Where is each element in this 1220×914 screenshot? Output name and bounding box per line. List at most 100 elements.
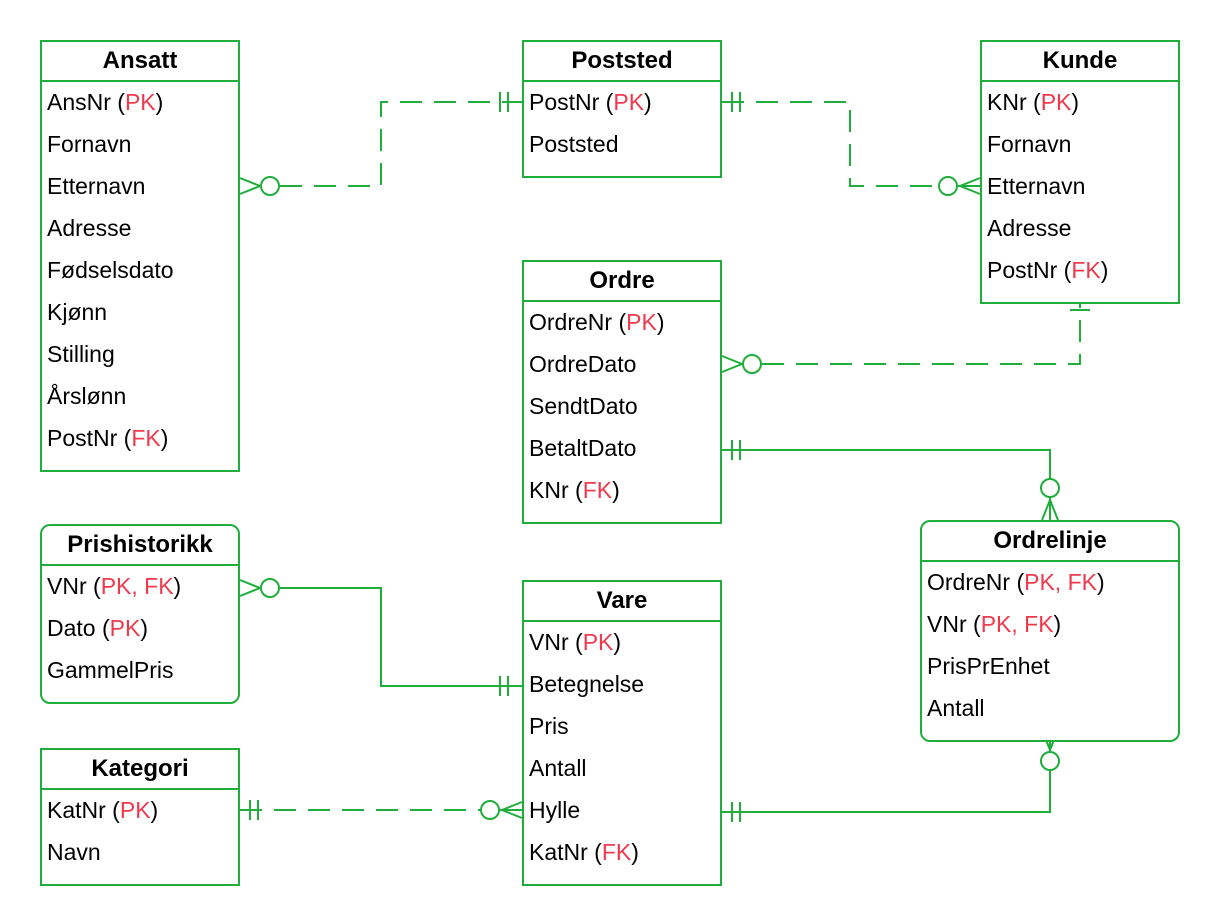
key-marker: FK: [582, 477, 613, 503]
relationship-ordrelinje-ordre: [722, 440, 1060, 521]
attribute-name: Årslønn: [47, 383, 127, 409]
attribute-row: VNr (PK, FK): [47, 573, 182, 599]
attribute-row: OrdreNr (PK): [529, 309, 665, 335]
key-marker: PK, FK: [980, 611, 1054, 637]
key-marker: PK: [1040, 89, 1072, 115]
relationship-ordrelinje-vare: [722, 729, 1060, 822]
attribute-name: PostNr: [529, 89, 600, 115]
attribute-row: Kjønn: [47, 298, 107, 326]
attribute-row: Dato (PK): [47, 615, 149, 641]
attribute-name: Etternavn: [987, 173, 1086, 199]
attribute-row: PrisPrEnhet: [927, 652, 1050, 680]
attribute-name: Dato: [47, 615, 96, 641]
attribute-name: Fornavn: [987, 131, 1072, 157]
relationship-vare-kategori: [240, 800, 523, 820]
attribute-row: Fødselsdato: [47, 256, 174, 284]
attribute-name: GammelPris: [47, 657, 174, 683]
attribute-row: OrdreDato: [529, 350, 636, 378]
attribute-name: Pris: [529, 713, 569, 739]
attribute-name: KatNr: [47, 797, 106, 823]
key-marker: PK: [119, 797, 151, 823]
attribute-name: AnsNr: [47, 89, 111, 115]
entity-title: Ordre: [524, 262, 720, 302]
entity-title: Kategori: [42, 750, 238, 790]
key-marker: PK: [626, 309, 657, 335]
attribute-row: Antall: [529, 754, 587, 782]
attribute-row: KNr (PK): [987, 89, 1080, 115]
entity-title: Prishistorikk: [42, 526, 238, 566]
key-marker: FK: [601, 839, 632, 865]
attribute-row: KatNr (FK): [529, 839, 639, 865]
attribute-row: PostNr (PK): [529, 89, 652, 115]
attribute-row: Fornavn: [47, 130, 131, 158]
attribute-name: VNr: [927, 611, 967, 637]
attribute-name: Kjønn: [47, 299, 108, 325]
key-marker: PK: [613, 89, 645, 115]
attribute-row: Adresse: [987, 214, 1071, 242]
attribute-row: VNr (PK, FK): [927, 611, 1062, 637]
entity-title: Ordrelinje: [922, 522, 1178, 562]
attribute-row: VNr (PK): [529, 629, 622, 655]
attribute-name: Poststed: [529, 131, 619, 157]
attribute-row: Etternavn: [987, 172, 1085, 200]
key-marker: PK, FK: [100, 573, 174, 599]
attribute-name: SendtDato: [529, 393, 638, 419]
attribute-name: Antall: [927, 695, 985, 721]
attribute-row: PostNr (FK): [47, 425, 169, 451]
relationship-ansatt-poststed: [239, 92, 522, 196]
entity-title: Vare: [524, 582, 720, 622]
attribute-name: KatNr: [529, 839, 588, 865]
key-marker: PK: [124, 89, 156, 115]
attribute-name: PostNr: [987, 257, 1058, 283]
attribute-row: Adresse: [47, 214, 131, 242]
attribute-name: OrdreNr: [529, 309, 613, 335]
relationship-ordre-kunde: [721, 292, 1090, 374]
attribute-row: OrdreNr (PK, FK): [927, 569, 1105, 595]
attribute-row: Betegnelse: [529, 670, 644, 698]
entity-title: Kunde: [982, 42, 1178, 82]
attribute-name: PostNr: [47, 425, 118, 451]
attribute-name: Etternavn: [47, 173, 146, 199]
attribute-name: PrisPrEnhet: [927, 653, 1050, 679]
attribute-name: KNr: [987, 89, 1027, 115]
attribute-row: Hylle: [529, 796, 580, 824]
attribute-row: PostNr (FK): [987, 257, 1109, 283]
attribute-row: KNr (FK): [529, 477, 620, 503]
key-marker: FK: [131, 425, 161, 451]
attribute-name: BetaltDato: [529, 435, 637, 461]
attribute-name: Fornavn: [47, 131, 132, 157]
attribute-row: Etternavn: [47, 172, 145, 200]
attribute-row: Fornavn: [987, 130, 1071, 158]
key-marker: FK: [1071, 257, 1101, 283]
attribute-row: AnsNr (PK): [47, 89, 164, 115]
attribute-row: GammelPris: [47, 656, 174, 684]
attribute-name: VNr: [529, 629, 569, 655]
attribute-row: Pris: [529, 712, 569, 740]
attribute-row: Antall: [927, 694, 985, 722]
attribute-name: OrdreDato: [529, 351, 637, 377]
entity-title: Poststed: [524, 42, 720, 82]
attribute-name: OrdreNr: [927, 569, 1011, 595]
attribute-row: Stilling: [47, 340, 115, 368]
key-marker: PK: [109, 615, 141, 641]
key-marker: PK, FK: [1024, 569, 1097, 595]
attribute-name: KNr: [529, 477, 569, 503]
attribute-name: VNr: [47, 573, 87, 599]
attribute-row: Årslønn: [47, 382, 126, 410]
relationship-prishistorikk-vare: [239, 578, 522, 696]
attribute-row: BetaltDato: [529, 434, 636, 462]
attribute-name: Antall: [529, 755, 587, 781]
attribute-row: Navn: [47, 838, 101, 866]
attribute-name: Hylle: [529, 797, 581, 823]
attribute-name: Adresse: [987, 215, 1072, 241]
attribute-name: Adresse: [47, 215, 132, 241]
